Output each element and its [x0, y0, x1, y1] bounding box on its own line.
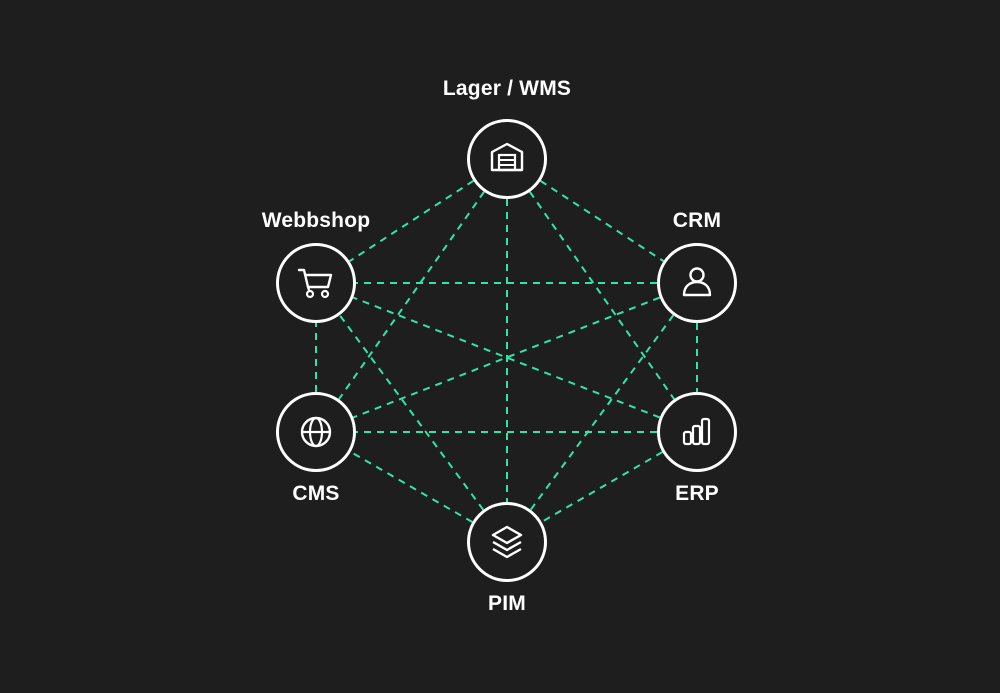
user-icon — [682, 267, 712, 297]
label-cms: CMS — [292, 482, 340, 505]
layers-icon — [491, 525, 523, 559]
warehouse-icon — [490, 142, 524, 172]
node-pim — [467, 502, 547, 582]
node-webshop — [276, 243, 356, 323]
label-pim: PIM — [488, 592, 526, 615]
connection-wms-crm — [539, 180, 665, 262]
connection-pim-cms — [350, 451, 473, 523]
node-erp — [657, 392, 737, 472]
node-wms — [467, 119, 547, 199]
bar-chart-icon — [682, 417, 711, 446]
connection-crm-pim — [529, 314, 675, 511]
label-crm: CRM — [672, 209, 722, 232]
connection-erp-pim — [541, 451, 663, 523]
connection-crm-cms — [352, 296, 661, 419]
connection-wms-cms — [338, 191, 485, 400]
connection-erp-webshop — [352, 296, 661, 419]
node-crm — [657, 243, 737, 323]
label-erp: ERP — [675, 482, 719, 505]
label-wms: Lager / WMS — [442, 77, 572, 100]
connection-wms-erp — [529, 191, 675, 400]
connection-wms-webshop — [349, 179, 474, 263]
shopping-cart-icon — [297, 268, 333, 299]
node-cms — [276, 392, 356, 472]
label-webshop: Webbshop — [261, 209, 371, 232]
connection-pim-webshop — [338, 314, 485, 511]
globe-icon — [300, 416, 332, 448]
